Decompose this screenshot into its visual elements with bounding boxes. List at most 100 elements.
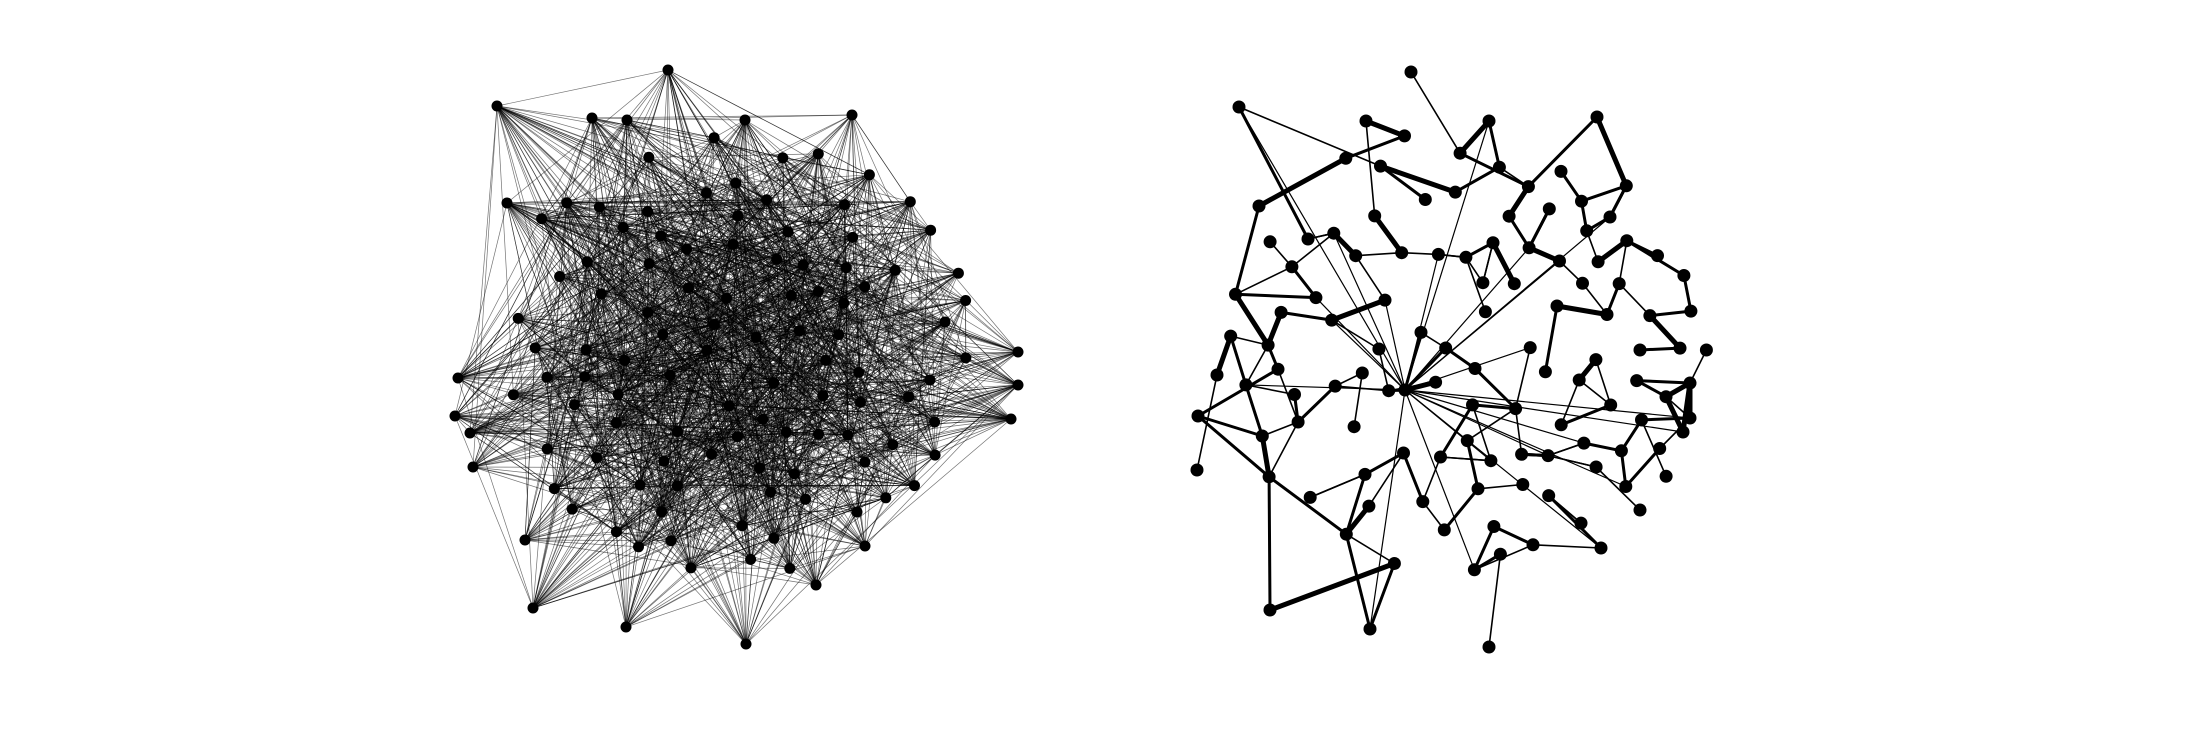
network-node — [512, 312, 524, 324]
network-node — [765, 486, 776, 498]
network-edge — [571, 394, 619, 510]
network-edge — [617, 227, 624, 395]
network-edge — [1439, 403, 1474, 459]
network-edge — [1291, 232, 1335, 268]
network-edge — [1353, 372, 1364, 428]
network-edge — [1465, 256, 1487, 313]
network-edge — [1330, 319, 1380, 350]
network-node — [960, 295, 972, 306]
network-edge — [574, 404, 641, 486]
network-edge — [1422, 456, 1442, 503]
network-node — [621, 114, 633, 126]
network-edge — [647, 312, 849, 436]
network-edge — [513, 330, 800, 396]
network-edge — [759, 434, 819, 469]
network-edge — [532, 540, 672, 609]
network-edge — [546, 357, 967, 378]
network-node — [1434, 450, 1447, 464]
network-edge — [517, 318, 619, 395]
network-edge — [524, 539, 639, 548]
network-node — [452, 372, 464, 384]
network-node — [672, 426, 683, 438]
network-node — [1633, 503, 1647, 517]
network-edge — [799, 272, 959, 332]
network-node — [1261, 338, 1275, 352]
network-edge — [541, 199, 768, 220]
network-node — [705, 448, 717, 460]
network-node — [1327, 226, 1341, 240]
network-edge — [517, 318, 775, 539]
network-edge — [472, 105, 498, 468]
network-edge — [799, 229, 931, 332]
network-node — [1363, 622, 1377, 636]
network-node — [1487, 520, 1501, 533]
network-edge — [532, 508, 573, 609]
network-node — [1482, 640, 1496, 654]
network-edge — [591, 117, 931, 231]
network-edge — [622, 227, 678, 432]
network-node — [595, 288, 607, 300]
network-node — [1643, 309, 1657, 323]
network-edge — [662, 330, 800, 335]
network-node — [1368, 209, 1382, 223]
network-edge — [1442, 487, 1480, 532]
network-edge — [1473, 367, 1518, 411]
network-node — [1538, 365, 1552, 379]
network-edge — [690, 157, 784, 569]
network-edge — [457, 119, 746, 379]
network-edge — [553, 261, 588, 489]
network-node — [501, 197, 513, 209]
network-edge — [1404, 389, 1492, 462]
network-edge — [759, 467, 791, 569]
network-edge — [690, 567, 747, 645]
network-edge — [517, 318, 887, 499]
network-edge — [799, 330, 817, 586]
network-node — [527, 602, 539, 614]
network-edge — [860, 384, 1019, 403]
network-node — [548, 483, 560, 495]
network-edge — [677, 215, 739, 432]
network-edge — [559, 276, 708, 351]
network-edge — [714, 269, 896, 325]
network-node — [1339, 527, 1353, 541]
network-edge — [726, 297, 1019, 353]
network-edge — [648, 156, 959, 274]
network-edge — [785, 384, 1019, 433]
network-edge — [735, 182, 768, 201]
network-node — [685, 562, 697, 574]
network-node — [887, 439, 899, 451]
network-edge — [660, 204, 845, 237]
network-edge — [929, 300, 966, 381]
network-node — [1418, 193, 1432, 206]
network-node — [1190, 463, 1204, 477]
network-edge — [860, 201, 911, 403]
network-edge — [584, 157, 784, 378]
network-node — [1431, 247, 1445, 261]
network-node — [1191, 409, 1205, 423]
network-node — [782, 226, 794, 238]
network-node — [1482, 114, 1496, 128]
network-node — [671, 480, 683, 492]
network-edge — [599, 206, 959, 274]
network-edge — [934, 300, 966, 456]
network-edge — [1554, 303, 1610, 317]
network-edge — [1259, 433, 1272, 480]
network-edge — [909, 201, 931, 231]
network-edge — [622, 192, 707, 228]
network-edge — [1333, 232, 1406, 391]
network-edge — [457, 377, 743, 527]
network-edge — [965, 357, 1019, 386]
network-edge — [553, 211, 648, 489]
network-edge — [885, 454, 936, 499]
network-node — [1576, 276, 1589, 290]
network-edge — [892, 229, 931, 445]
network-node — [1676, 425, 1690, 439]
network-edge — [506, 202, 617, 424]
network-edge — [596, 457, 747, 645]
network-edge — [892, 418, 1012, 445]
network-edge — [600, 293, 678, 432]
network-node — [1541, 449, 1555, 463]
network-edge — [617, 394, 866, 547]
network-node — [1553, 254, 1566, 268]
